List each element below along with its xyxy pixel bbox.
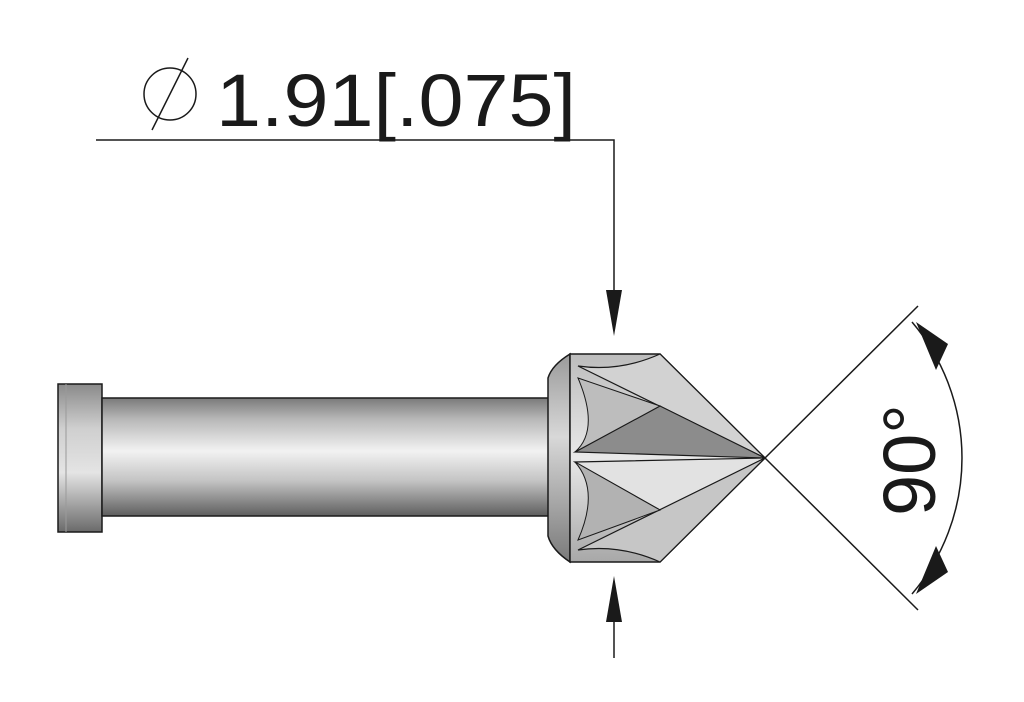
angle-value-text: 90°	[868, 404, 951, 516]
collar	[547, 352, 571, 564]
shank-end-cap	[57, 383, 103, 533]
diameter-value-text: 1.91[.075]	[216, 59, 576, 142]
diameter-arrow-top	[606, 290, 622, 336]
diameter-arrow-bottom	[606, 576, 622, 622]
angle-arrow-top	[916, 322, 948, 370]
angle-arrow-bottom	[916, 546, 948, 594]
diameter-label: 1.91[.075]	[143, 57, 576, 142]
angle-dimension: 90°	[764, 305, 963, 611]
shaft	[101, 397, 551, 517]
cutting-head	[569, 353, 767, 563]
diameter-symbol-icon	[143, 67, 197, 121]
diameter-dimension	[96, 139, 622, 658]
